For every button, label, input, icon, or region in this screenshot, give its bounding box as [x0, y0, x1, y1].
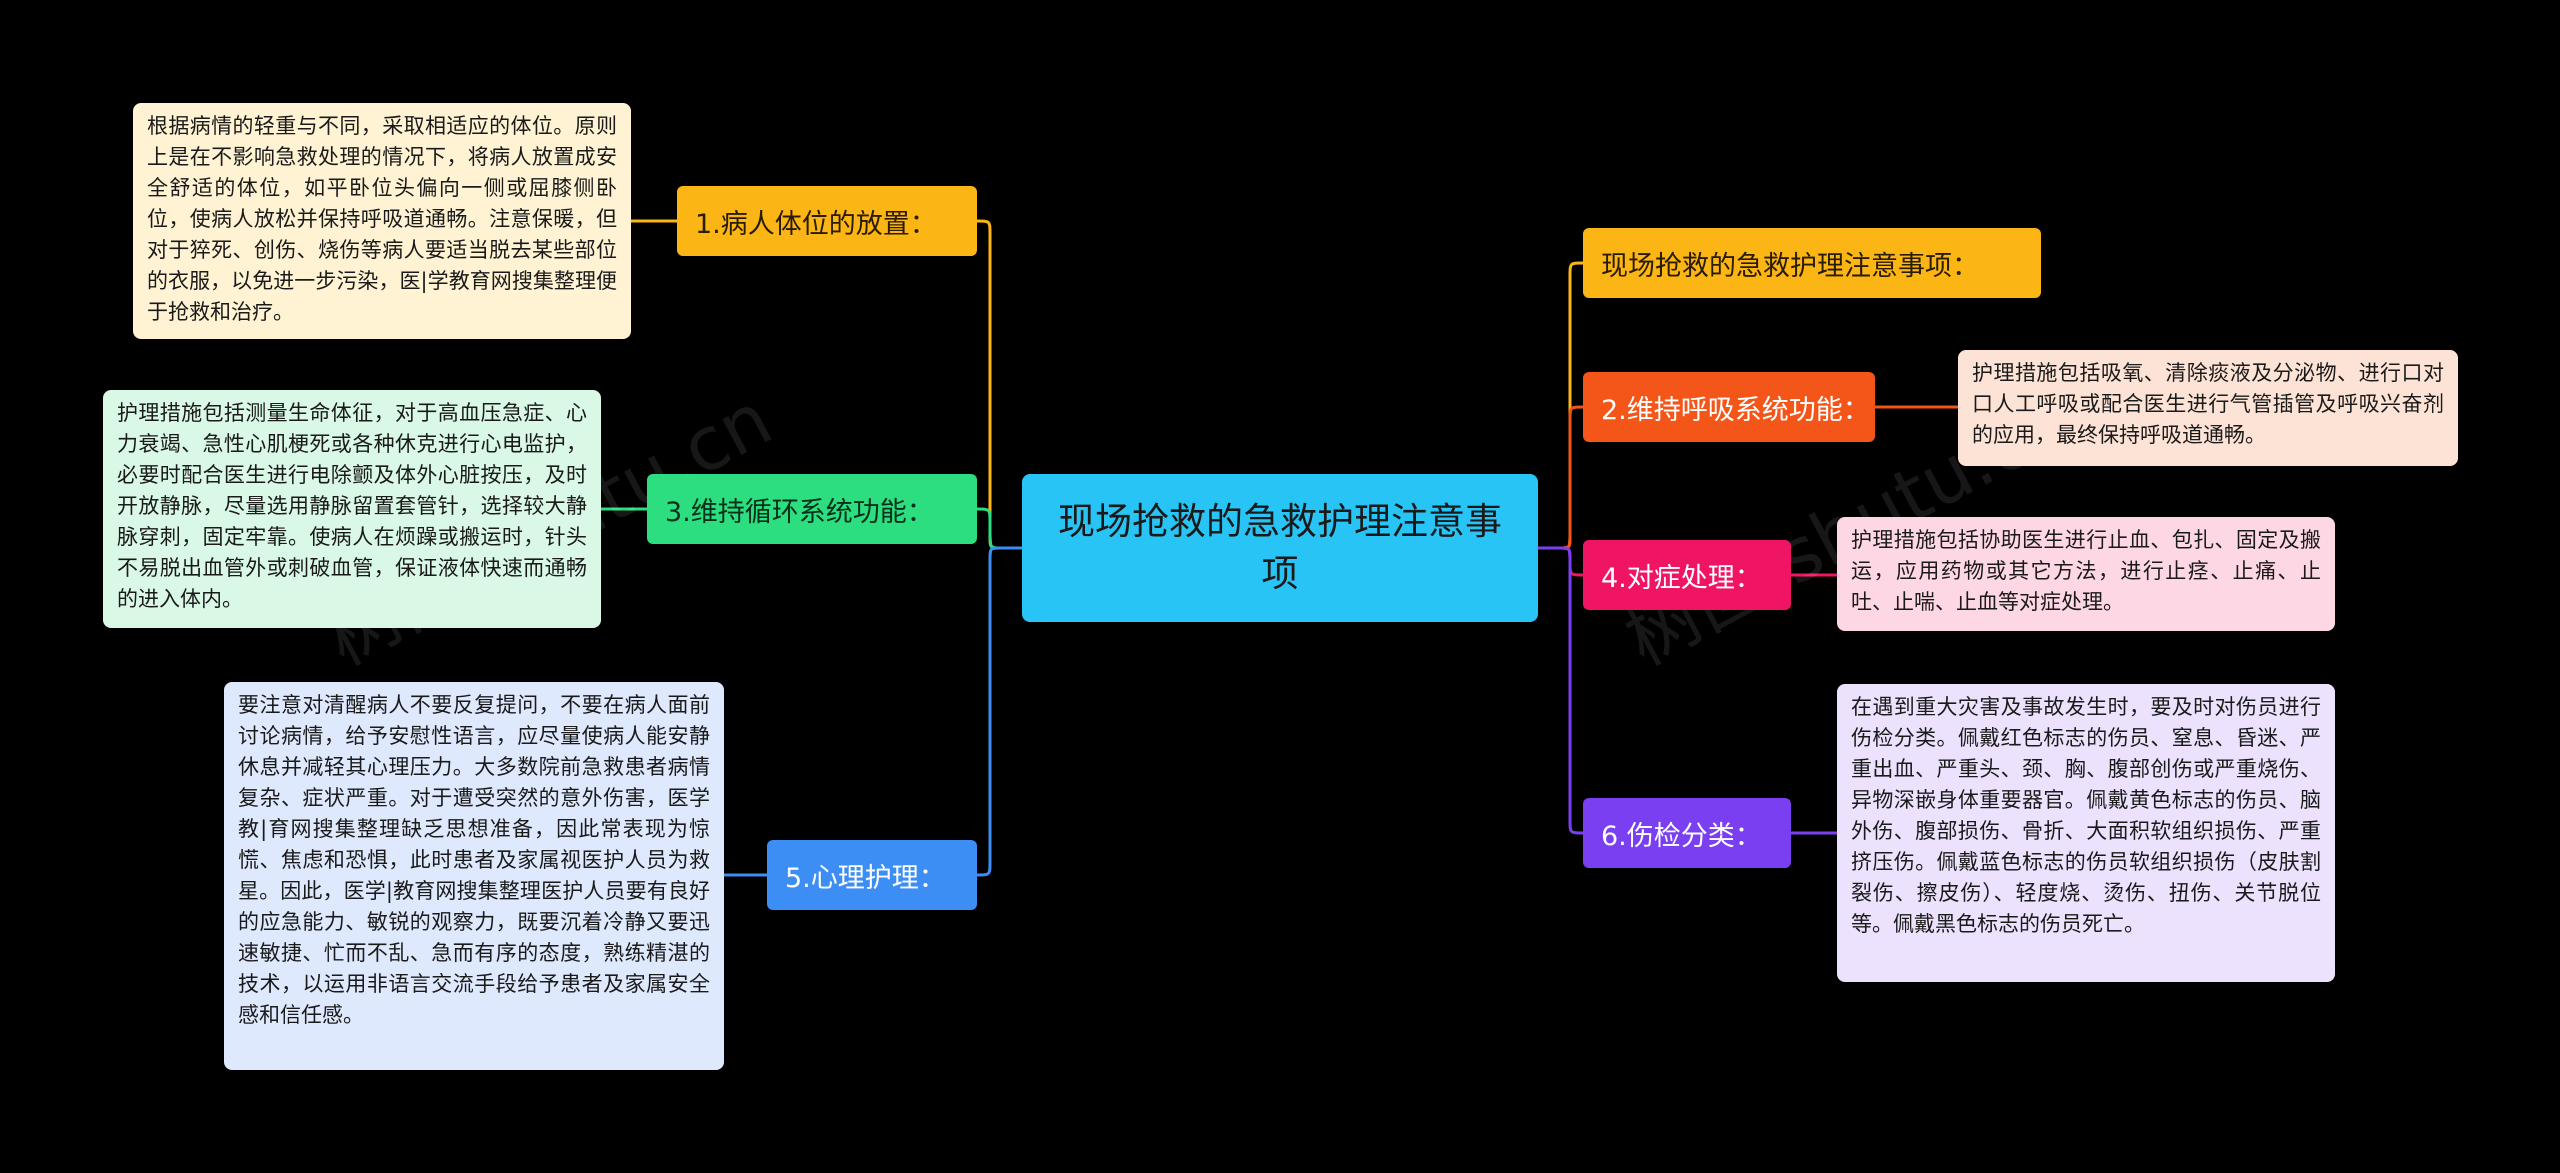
branch-rescue-notes[interactable]: 现场抢救的急救护理注意事项： — [1583, 228, 2041, 298]
connector-center-r2 — [1538, 405, 1584, 550]
leaf-triage[interactable]: 在遇到重大灾害及事故发生时，要及时对伤员进行伤检分类。佩戴红色标志的伤员、窒息、… — [1837, 684, 2335, 982]
connector-center-r4 — [1538, 546, 1584, 577]
connector-center-r6 — [1538, 546, 1584, 835]
leaf-symptomatic-treatment[interactable]: 护理措施包括协助医生进行止血、包扎、固定及搬运，应用药物或其它方法，进行止痉、止… — [1837, 517, 2335, 631]
branch-respiratory-support[interactable]: 2.维持呼吸系统功能： — [1583, 372, 1875, 442]
central-topic[interactable]: 现场抢救的急救护理注意事项 — [1022, 474, 1538, 622]
connector-center-b5 — [976, 546, 1022, 877]
branch-symptomatic-treatment[interactable]: 4.对症处理： — [1583, 540, 1791, 610]
branch-patient-positioning[interactable]: 1.病人体位的放置： — [677, 186, 977, 256]
connector-center-b1 — [976, 219, 1022, 550]
branch-triage[interactable]: 6.伤检分类： — [1583, 798, 1791, 868]
branch-circulatory-support[interactable]: 3.维持循环系统功能： — [647, 474, 977, 544]
leaf-circulatory-support[interactable]: 护理措施包括测量生命体征，对于高血压急症、心力衰竭、急性心肌梗死或各种休克进行心… — [103, 390, 601, 628]
connector-center-b3 — [976, 507, 1022, 550]
leaf-psychological-care[interactable]: 要注意对清醒病人不要反复提问，不要在病人面前讨论病情，给予安慰性语言，应尽量使病… — [224, 682, 724, 1070]
connector-center-r0 — [1538, 261, 1584, 550]
leaf-patient-positioning[interactable]: 根据病情的轻重与不同，采取相适应的体位。原则上是在不影响急救处理的情况下，将病人… — [133, 103, 631, 339]
branch-psychological-care[interactable]: 5.心理护理： — [767, 840, 977, 910]
leaf-respiratory-support[interactable]: 护理措施包括吸氧、清除痰液及分泌物、进行口对口人工呼吸或配合医生进行气管插管及呼… — [1958, 350, 2458, 466]
